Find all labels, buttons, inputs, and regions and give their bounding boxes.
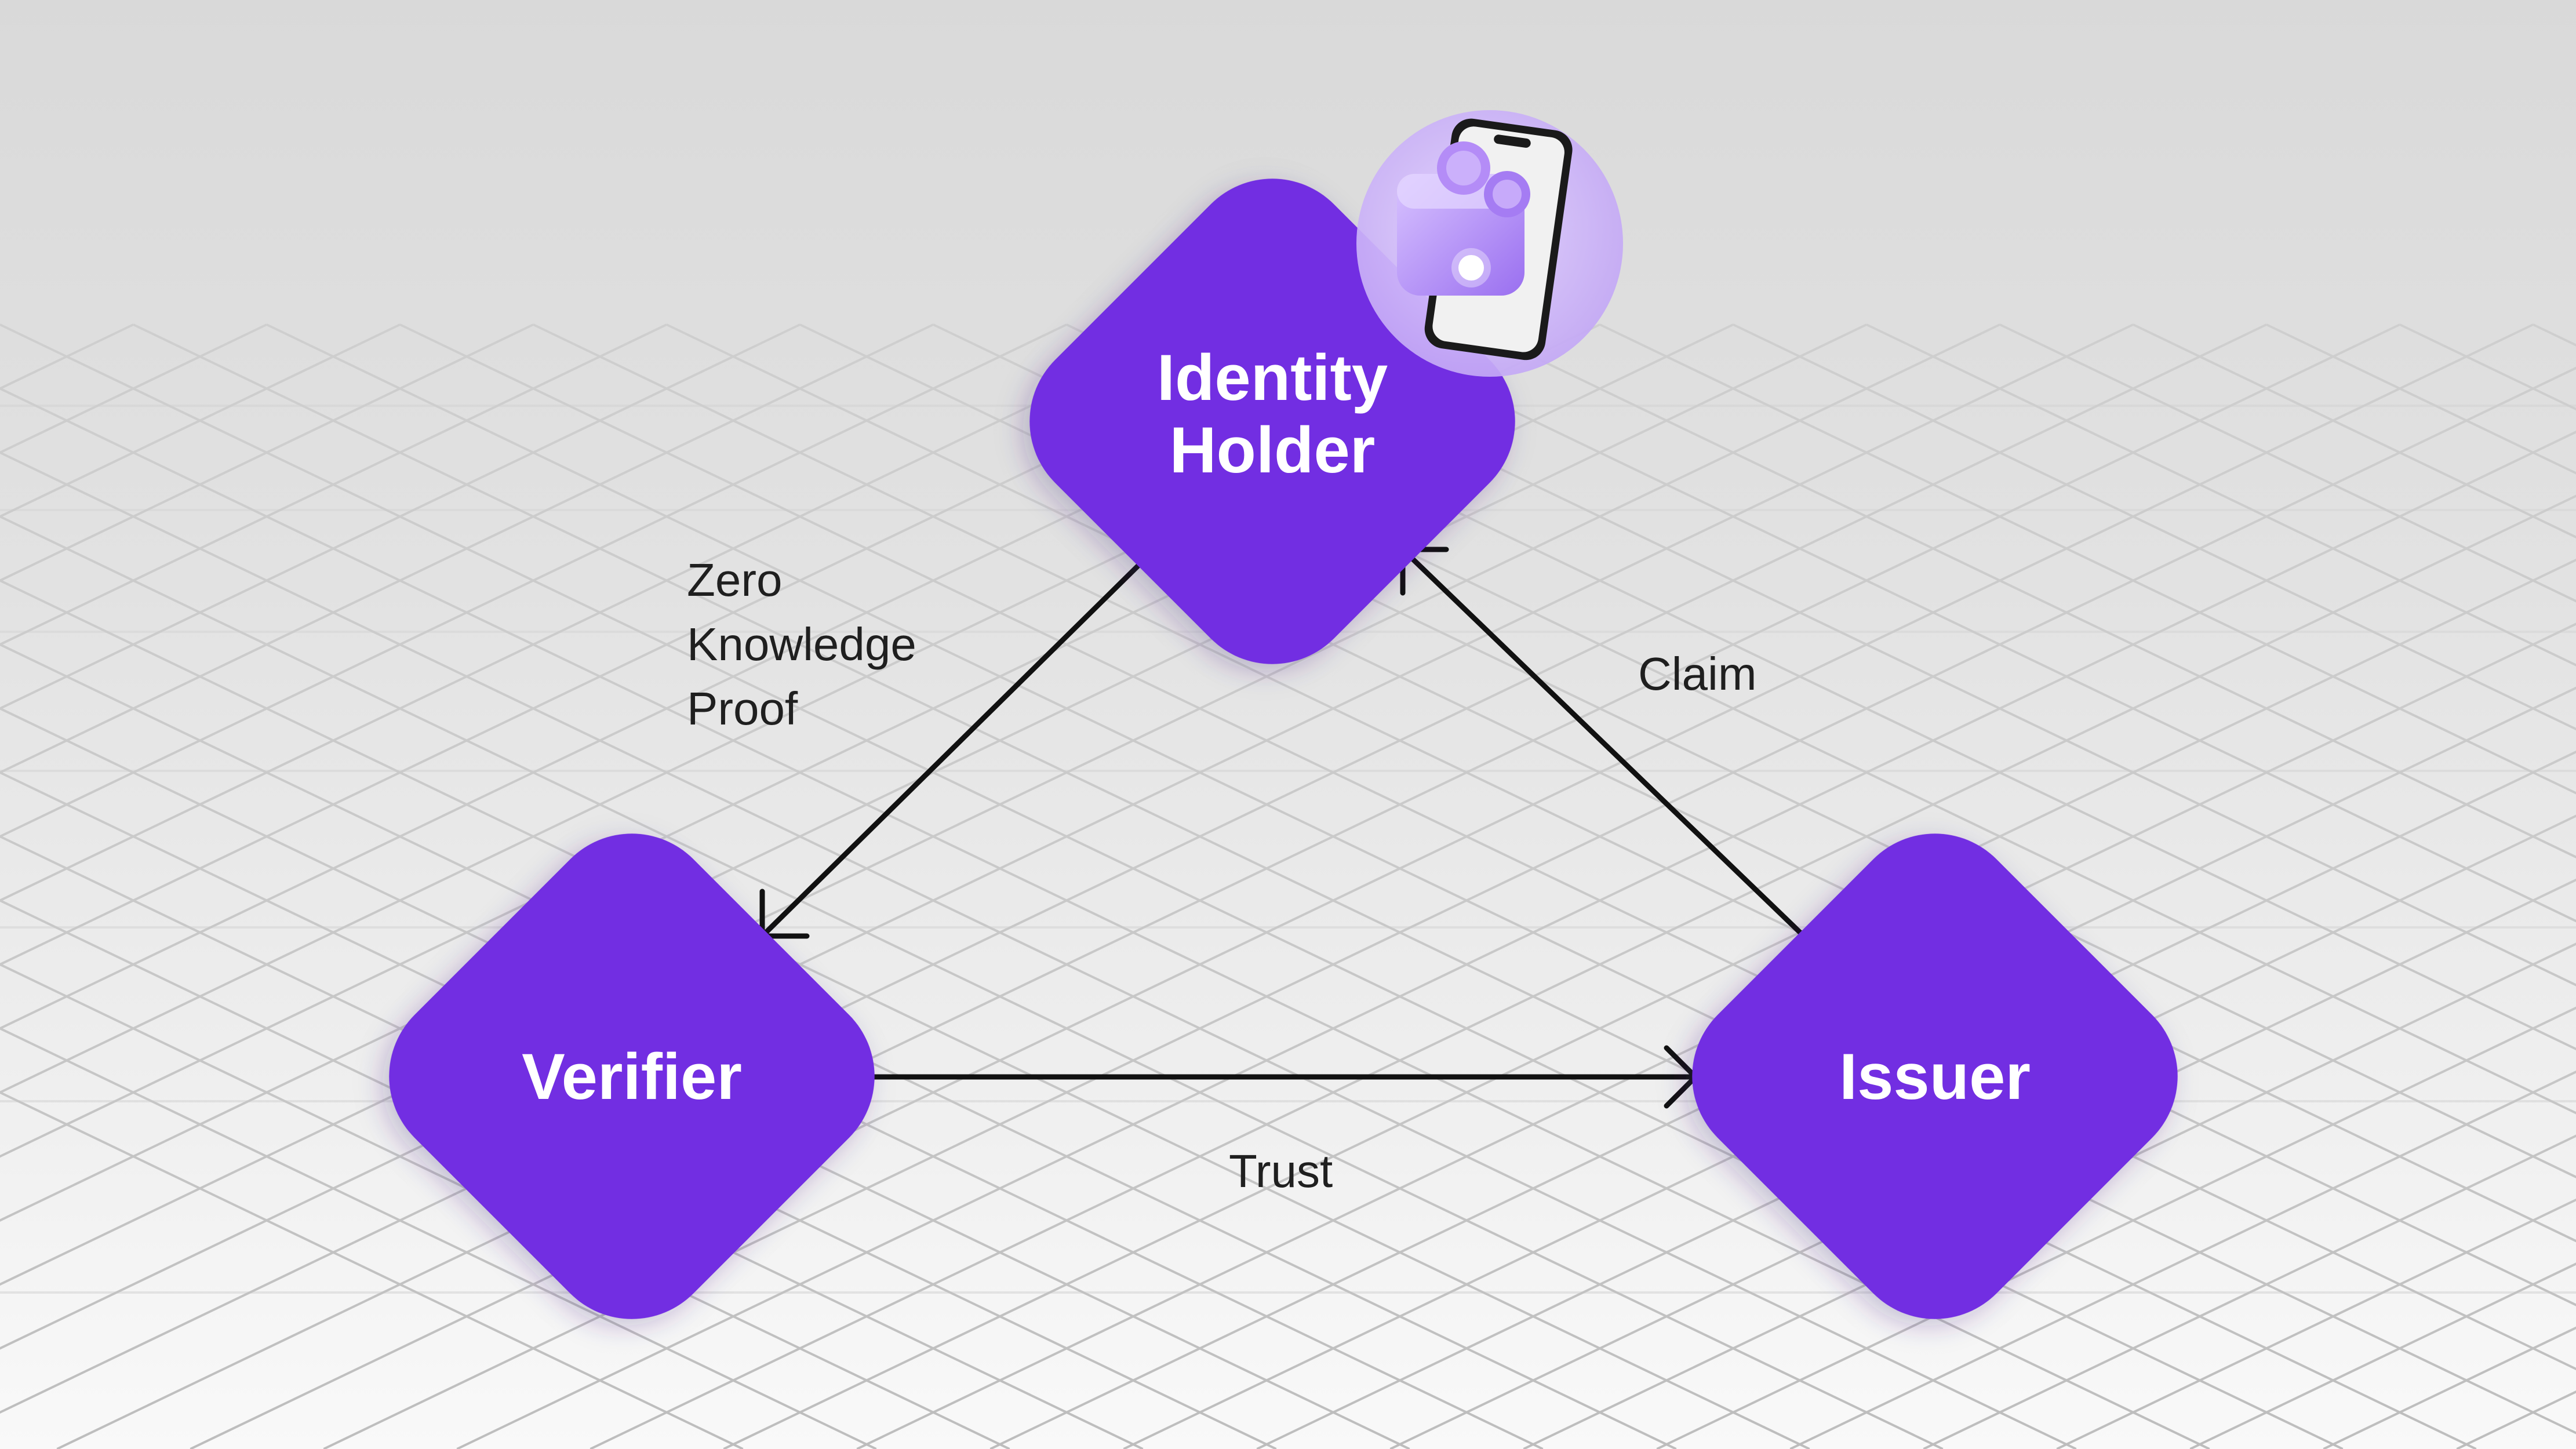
- grid-line: [0, 323, 2000, 1286]
- svg-text:Proof: Proof: [687, 683, 798, 734]
- grid-line: [0, 323, 667, 646]
- edge-label-line3: Proof: [687, 683, 798, 734]
- grid-line: [0, 1027, 877, 1449]
- grid-line: [0, 323, 2267, 1414]
- grid-line: [0, 515, 1944, 1449]
- grid-line: [1123, 751, 2576, 1449]
- svg-text:Claim: Claim: [1638, 648, 1756, 700]
- grid-line: [1866, 323, 2576, 667]
- phone-wallet-icon: [1356, 110, 1623, 377]
- grid-line: [0, 323, 1467, 1030]
- grid-line: [1466, 323, 2576, 858]
- grid-line: [399, 323, 2576, 1371]
- grid-line: [1199, 323, 2576, 986]
- grid-line: [0, 323, 401, 518]
- grid-line: [1923, 1134, 2576, 1449]
- svg-text:Trust: Trust: [1229, 1145, 1333, 1197]
- grid-line: [0, 387, 2210, 1449]
- svg-text:Zero: Zero: [687, 554, 783, 606]
- grid-line: [533, 323, 2576, 1306]
- grid-line: [0, 323, 134, 390]
- grid-line: [0, 643, 1677, 1449]
- grid-line: [0, 323, 1867, 1222]
- grid-line: [56, 323, 2400, 1449]
- grid-line: [1333, 323, 2576, 923]
- grid-line: [856, 622, 2576, 1449]
- issuer-node: Issuer: [1692, 833, 2178, 1319]
- grid-line: [1733, 323, 2576, 731]
- verifier-label: Verifier: [522, 1040, 742, 1113]
- grid-line: [1389, 878, 2576, 1449]
- grid-line: [2456, 1390, 2576, 1449]
- svg-text:Holder: Holder: [1170, 414, 1376, 486]
- grid-line: [666, 323, 2576, 1243]
- grid-line: [0, 771, 1410, 1449]
- identity-holder-label-line1: Identity: [1157, 341, 1388, 414]
- grid-line: [0, 323, 934, 774]
- grid-line: [133, 323, 2477, 1449]
- grid-line: [1999, 323, 2576, 603]
- grid-line: [590, 494, 2576, 1449]
- zero-knowledge-proof-label: Zero Knowledge Proof: [687, 554, 916, 734]
- grid-line: [0, 323, 801, 710]
- grid-line: [0, 707, 1544, 1449]
- svg-text:Verifier: Verifier: [522, 1040, 742, 1113]
- grid-line: [2056, 1198, 2576, 1449]
- grid-line: [456, 431, 2576, 1449]
- edge-label-line2: Knowledge: [687, 618, 916, 670]
- grid-line: [0, 1091, 744, 1449]
- grid-line: [0, 835, 1277, 1449]
- grid-line: [989, 686, 2576, 1449]
- grid-line: [0, 899, 1144, 1449]
- grid-line: [1256, 814, 2576, 1449]
- grid-line: [1599, 323, 2576, 795]
- grid-line: [0, 323, 1334, 966]
- grid-line: [0, 323, 2134, 1350]
- identity-holder-label-line2: Holder: [1170, 414, 1376, 486]
- svg-text:Knowledge: Knowledge: [687, 618, 916, 670]
- grid-line: [266, 323, 2576, 1435]
- grid-line: [0, 451, 2077, 1449]
- svg-text:Identity: Identity: [1157, 341, 1388, 414]
- grid-line: [2189, 1262, 2576, 1449]
- edge-label-line1: Zero: [687, 554, 783, 606]
- grid-line: [1656, 1006, 2576, 1449]
- verifier-node: Verifier: [389, 833, 875, 1319]
- claim-label: Claim: [1638, 648, 1756, 700]
- trust-label: Trust: [1229, 1145, 1333, 1197]
- svg-text:Issuer: Issuer: [1839, 1040, 2031, 1113]
- grid-line: [0, 323, 1200, 902]
- grid-line: [1789, 1071, 2576, 1449]
- arrow-holder-to-verifier: [759, 545, 1159, 939]
- arrow-issuer-to-holder: [1400, 547, 1809, 941]
- grid-line: [0, 323, 267, 454]
- grid-line: [2133, 323, 2576, 538]
- floor-grid: [0, 323, 2576, 1449]
- grid-line: [0, 323, 1067, 838]
- grid-line: [0, 323, 534, 582]
- issuer-label: Issuer: [1839, 1040, 2031, 1113]
